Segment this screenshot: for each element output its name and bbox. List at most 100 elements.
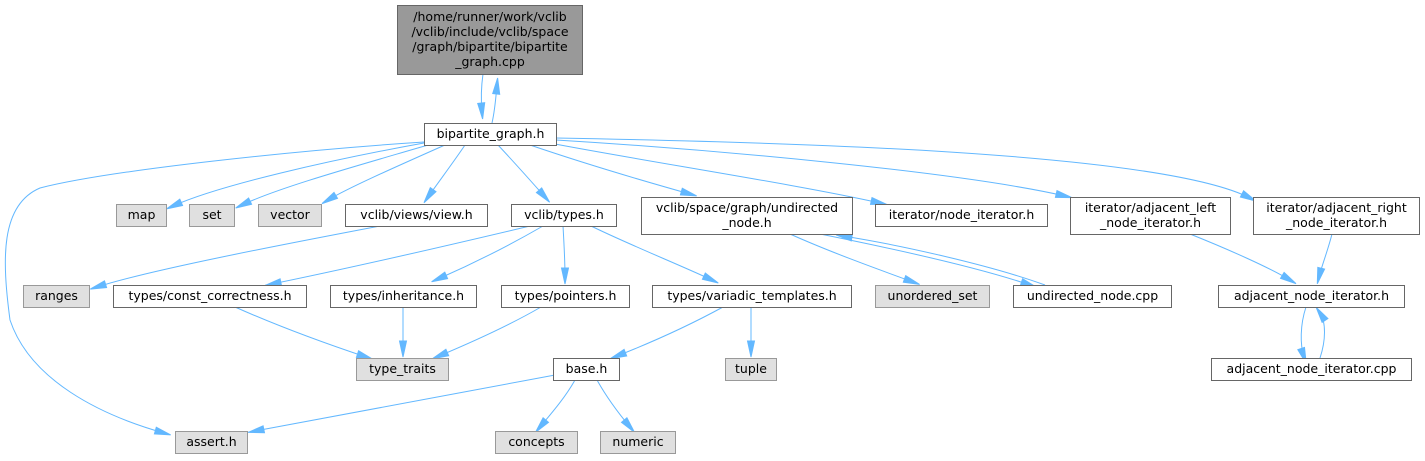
edge-line (590, 225, 713, 281)
node-bipartite-graph-h[interactable]: bipartite_graph.h (424, 123, 557, 146)
node-label-line: types/const_correctness.h (128, 288, 291, 303)
node-adj-left-h[interactable]: iterator/adjacent_left_node_iterator.h (1070, 197, 1231, 235)
edge-arrowhead (492, 77, 501, 95)
edge-arrowhead (701, 272, 719, 284)
edge-const_correctness_h-to-type_traits (234, 306, 373, 360)
edge-arrowhead (902, 274, 920, 285)
edge-line (241, 144, 429, 206)
node-vector: vector (258, 204, 322, 227)
edge-pointers_h-to-type_traits (432, 306, 542, 360)
edge-bipartite_graph_h-to-node_iterator_h (554, 143, 888, 205)
node-label-line: /home/runner/work/vclib (413, 9, 566, 24)
node-label-line: types/inheritance.h (343, 288, 464, 303)
edge-base_h-to-numeric (596, 379, 635, 433)
nodes-layer: /home/runner/work/vclib/vclib/include/vc… (23, 5, 1420, 454)
node-types-h[interactable]: vclib/types.h (511, 204, 617, 227)
edge-undirected_node_h-to-undirected_node_cpp (819, 233, 1037, 288)
node-label-line: _node_iterator.h (1285, 215, 1387, 230)
edge-types_h-to-inheritance_h (431, 225, 544, 283)
edge-arrowhead (535, 417, 550, 433)
node-tuple: tuple (725, 358, 777, 381)
node-box (1218, 285, 1405, 308)
node-box (116, 204, 167, 227)
node-pointers-h[interactable]: types/pointers.h (501, 285, 630, 308)
node-root[interactable]: /home/runner/work/vclib/vclib/include/vc… (397, 5, 583, 75)
node-box (495, 431, 578, 454)
edge-line (172, 142, 425, 207)
node-views-view-h[interactable]: vclib/views/view.h (345, 204, 488, 227)
node-label-line: map (128, 207, 156, 222)
node-box (511, 204, 617, 227)
edge-arrowhead (1054, 189, 1073, 199)
node-set: set (189, 204, 235, 227)
edge-arrowhead (535, 187, 551, 203)
node-label-line: type_traits (369, 361, 436, 376)
node-box (23, 285, 90, 308)
node-label-line: adjacent_node_iterator.h (1234, 288, 1389, 303)
node-label-line: base.h (566, 361, 608, 376)
edge-adj_right_h-to-adj_node_iterator_h (1316, 233, 1333, 285)
edge-types_h-to-variadic_templates_h (590, 225, 719, 284)
edge-arrowhead (1279, 271, 1297, 285)
node-box (258, 204, 322, 227)
edge-arrowhead (432, 348, 450, 360)
edges-layer (4, 73, 1333, 436)
node-label-line: unordered_set (888, 288, 978, 303)
edge-line (427, 144, 466, 198)
node-undirected-node-cpp[interactable]: undirected_node.cpp (1013, 285, 1172, 308)
node-label-line: _node_iterator.h (1099, 215, 1201, 230)
edge-bipartite_graph_h-to-adj_left_h (555, 139, 1073, 199)
node-variadic-templates-h[interactable]: types/variadic_templates.h (652, 285, 852, 308)
edge-arrowhead (153, 426, 171, 436)
node-label-line: /graph/bipartite/bipartite (412, 39, 568, 54)
node-label-line: concepts (508, 434, 564, 449)
edge-arrowhead (560, 267, 570, 285)
edge-line (789, 233, 914, 283)
node-box (189, 204, 235, 227)
edge-line (438, 306, 542, 357)
node-node-iterator-h[interactable]: iterator/node_iterator.h (875, 204, 1048, 227)
node-box (356, 358, 449, 381)
node-adj-node-iterator-cpp[interactable]: adjacent_node_iterator.cpp (1211, 358, 1412, 381)
edge-arrowhead (746, 340, 756, 358)
edge-line (555, 137, 1251, 199)
node-const-correctness-h[interactable]: types/const_correctness.h (113, 285, 307, 308)
node-box (1013, 285, 1172, 308)
edge-line (437, 225, 544, 280)
edge-line (327, 144, 446, 201)
node-undirected-node-h[interactable]: vclib/space/graph/undirected_node.h (641, 197, 853, 235)
edge-line (842, 235, 1046, 286)
node-type-traits: type_traits (356, 358, 449, 381)
node-map: map (116, 204, 167, 227)
edge-variadic_templates_h-to-tuple (746, 307, 756, 358)
node-adj-right-h[interactable]: iterator/adjacent_right_node_iterator.h (1253, 197, 1420, 235)
edge-line (271, 225, 531, 285)
node-adj-node-iterator-h[interactable]: adjacent_node_iterator.h (1218, 285, 1405, 308)
node-label-line: ranges (35, 288, 78, 303)
edge-undirected_node_cpp-to-undirected_node_h (835, 233, 1046, 286)
edge-arrowhead (423, 186, 437, 204)
edge-undirected_node_h-to-unordered_set (789, 233, 920, 285)
edge-bipartite_graph_h-to-types_h (497, 144, 551, 203)
node-label-line: vclib/space/graph/undirected (656, 200, 838, 215)
node-inheritance-h[interactable]: types/inheritance.h (330, 285, 477, 308)
edge-arrowhead (90, 280, 108, 290)
edge-adj_node_iterator_h-to-adj_node_iterator_cpp (1297, 306, 1307, 364)
edge-types_h-to-const_correctness_h (264, 225, 531, 287)
edge-types_h-to-pointers_h (560, 225, 570, 285)
node-label-line: numeric (612, 434, 663, 449)
node-box (1211, 358, 1412, 381)
node-box (345, 204, 488, 227)
edge-arrowhead (166, 198, 184, 210)
node-base-h[interactable]: base.h (553, 358, 620, 381)
node-label-line: adjacent_node_iterator.cpp (1227, 361, 1397, 376)
node-box (175, 431, 248, 454)
edge-inheritance_h-to-type_traits (398, 307, 408, 358)
node-label-line: _node.h (721, 215, 771, 230)
edge-arrowhead (355, 350, 373, 360)
node-label-line: /vclib/include/vclib/space (411, 24, 568, 39)
node-box (875, 285, 990, 308)
edge-arrowhead (431, 271, 449, 283)
edge-views_view_h-to-ranges (90, 225, 381, 290)
edge-line (234, 306, 367, 358)
